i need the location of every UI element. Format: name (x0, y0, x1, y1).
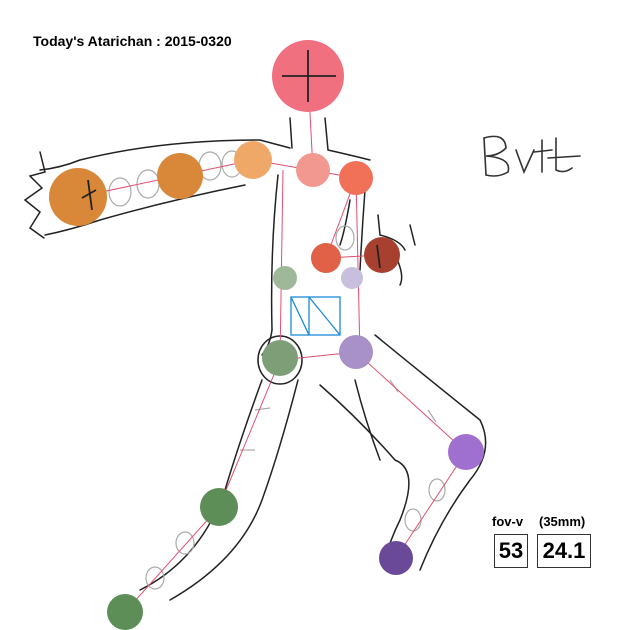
signature-mark (483, 135, 581, 177)
left-hand-joint (364, 237, 400, 273)
fov-value-box: 53 (494, 534, 528, 568)
right-foot-joint (107, 594, 143, 630)
left-hip-small-joint (341, 267, 363, 289)
head-cross-icon (282, 50, 336, 102)
lens-value-box: 24.1 (537, 534, 591, 568)
fov-label: fov-v (492, 514, 524, 529)
left-hip-joint (339, 335, 373, 369)
joints (49, 40, 484, 630)
right-elbow-joint (157, 153, 203, 199)
left-shoulder-joint (339, 161, 373, 195)
neck-joint (296, 153, 330, 187)
right-shoulder-joint (234, 141, 272, 179)
skeleton-lines (77, 75, 467, 613)
right-hip-joint (262, 340, 298, 376)
lens-label: (35mm) (539, 514, 586, 529)
right-knee-joint (200, 488, 238, 526)
right-hand-joint (49, 168, 107, 226)
left-knee-joint (448, 434, 484, 470)
pelvis-box-icon (290, 296, 341, 336)
leg-ticks (240, 379, 437, 451)
left-foot-joint (379, 541, 413, 575)
page-title: Today's Atarichan : 2015-0320 (33, 33, 232, 49)
left-elbow-joint (311, 243, 341, 273)
right-hip-small-joint (273, 266, 297, 290)
hand-strokes (81, 179, 381, 269)
